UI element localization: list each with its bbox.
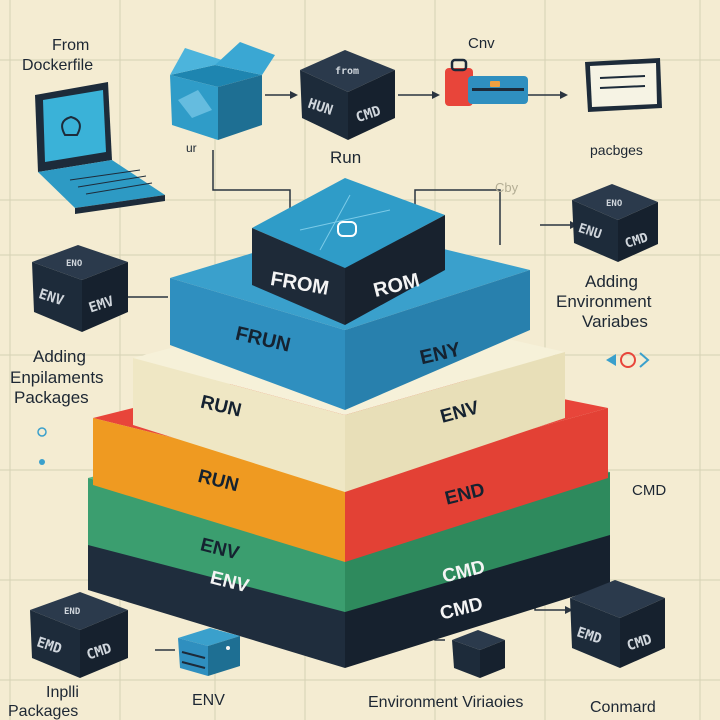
adding-pkg-line3: Packages <box>14 388 89 407</box>
from-box <box>252 178 445 325</box>
inplli-line1: Inplli <box>46 684 79 701</box>
from-dockerfile-label: From Dockerfile <box>22 37 93 74</box>
emd-cube-right: EMD CMD <box>570 580 665 668</box>
adding-env-label: Adding Environment Variabes <box>556 272 652 331</box>
from-dockerfile-line2: Dockerfile <box>22 57 93 74</box>
inplli-line2: Packages <box>8 703 78 720</box>
server-icon <box>178 628 240 676</box>
ur-label: ur <box>186 141 197 155</box>
pacbges-label: pacbges <box>590 142 643 158</box>
open-box-icon <box>170 42 275 140</box>
adding-pkg-line1: Adding <box>33 347 86 366</box>
emd-cube-left: END EMD CMD <box>30 592 128 678</box>
run-cube-left-label: HUN <box>306 96 335 119</box>
emd-cube-left-top-label: END <box>64 607 81 617</box>
emd-cube-right-left-label: EMD <box>575 624 604 647</box>
laptop-icon <box>35 82 165 214</box>
env-cube-right: ENO ENU CMD <box>572 184 658 262</box>
env-cube-left-right-label: EMV <box>87 293 117 316</box>
document-icon <box>585 58 662 112</box>
env-cube-right-top-label: ENO <box>606 199 623 209</box>
run-cube: from HUN CMD <box>300 50 395 140</box>
run-cube-right-label: CMD <box>354 103 383 126</box>
env-cube-right-right-label: CMD <box>623 230 650 252</box>
env-bottom-label: ENV <box>192 692 225 709</box>
env-cube-right-left-label: ENU <box>576 221 603 243</box>
small-dots-icon <box>37 427 47 465</box>
emd-cube-left-right-label: CMD <box>85 640 114 663</box>
cnv-label: Cnv <box>468 35 495 52</box>
adding-pkg-label: Adding Enpilaments Packages <box>10 347 104 407</box>
inplli-label: Inplli Packages <box>8 684 79 720</box>
cmd-side-label: CMD <box>632 482 666 499</box>
from-dockerfile-line1: From <box>52 37 89 54</box>
run-cube-top-label: from <box>335 66 359 77</box>
emd-cube-right-right-label: CMD <box>625 631 654 654</box>
adding-env-line3: Variabes <box>582 312 648 331</box>
env-cube-left-left-label: ENV <box>37 286 67 309</box>
small-key-icon <box>606 352 650 368</box>
emd-cube-left-left-label: EMD <box>35 634 64 657</box>
adding-pkg-line2: Enpilaments <box>10 368 104 387</box>
luggage-icon <box>445 58 528 106</box>
env-cube-left: ENO ENV EMV <box>32 245 128 332</box>
cby-label: Cby <box>495 180 519 195</box>
adding-env-line2: Environment <box>556 292 652 311</box>
run-label: Run <box>330 148 361 167</box>
small-cube-bottom <box>452 630 505 678</box>
adding-env-line1: Adding <box>585 272 638 291</box>
env-cube-left-top-label: ENO <box>66 259 83 269</box>
environment-variables-label: Environment Viriaoies <box>368 694 523 711</box>
conmand-label: Conmard <box>590 699 656 716</box>
